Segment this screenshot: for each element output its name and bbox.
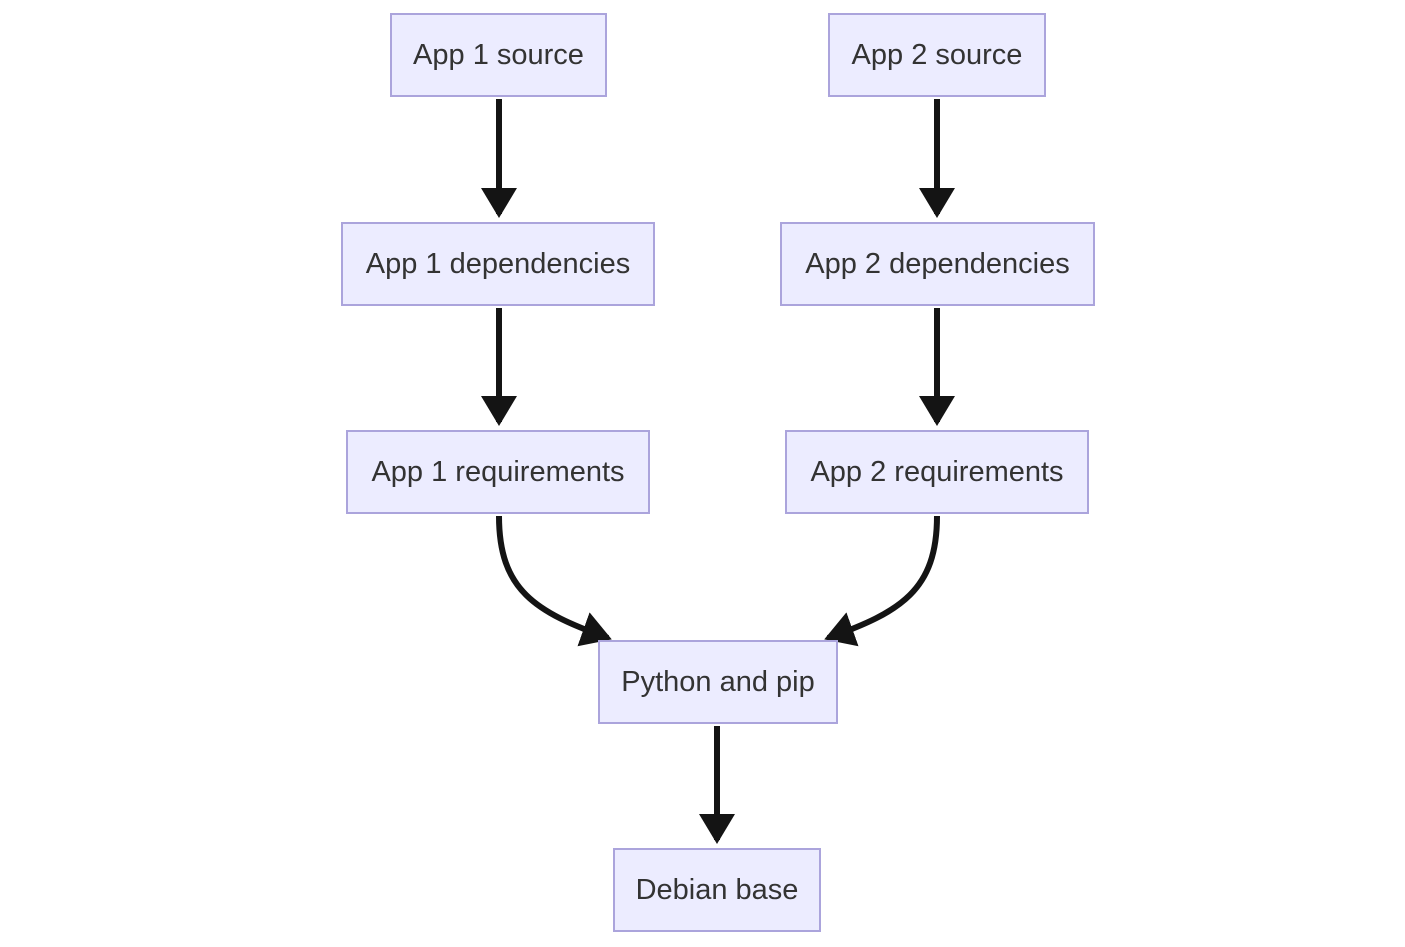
node-app2-requirements-label: App 2 requirements (810, 455, 1064, 488)
node-app1-dependencies: App 1 dependencies (341, 222, 655, 306)
node-app1-dependencies-label: App 1 dependencies (365, 247, 631, 280)
edge-app1-requirements-to-python-and-pip (496, 515, 612, 647)
node-app1-requirements: App 1 requirements (346, 430, 650, 514)
node-app2-dependencies: App 2 dependencies (780, 222, 1095, 306)
node-app2-dependencies-label: App 2 dependencies (805, 247, 1070, 280)
node-python-and-pip-label: Python and pip (621, 665, 815, 698)
node-debian-base: Debian base (613, 848, 821, 932)
node-app2-requirements: App 2 requirements (785, 430, 1089, 514)
node-app1-source-label: App 1 source (413, 38, 584, 71)
node-debian-base-label: Debian base (635, 873, 799, 906)
node-python-and-pip: Python and pip (598, 640, 838, 724)
node-app1-requirements-label: App 1 requirements (371, 455, 625, 488)
node-app1-source: App 1 source (390, 13, 607, 97)
node-app2-source: App 2 source (828, 13, 1046, 97)
edge-app2-requirements-to-python-and-pip (824, 515, 940, 647)
node-app2-source-label: App 2 source (851, 38, 1023, 71)
